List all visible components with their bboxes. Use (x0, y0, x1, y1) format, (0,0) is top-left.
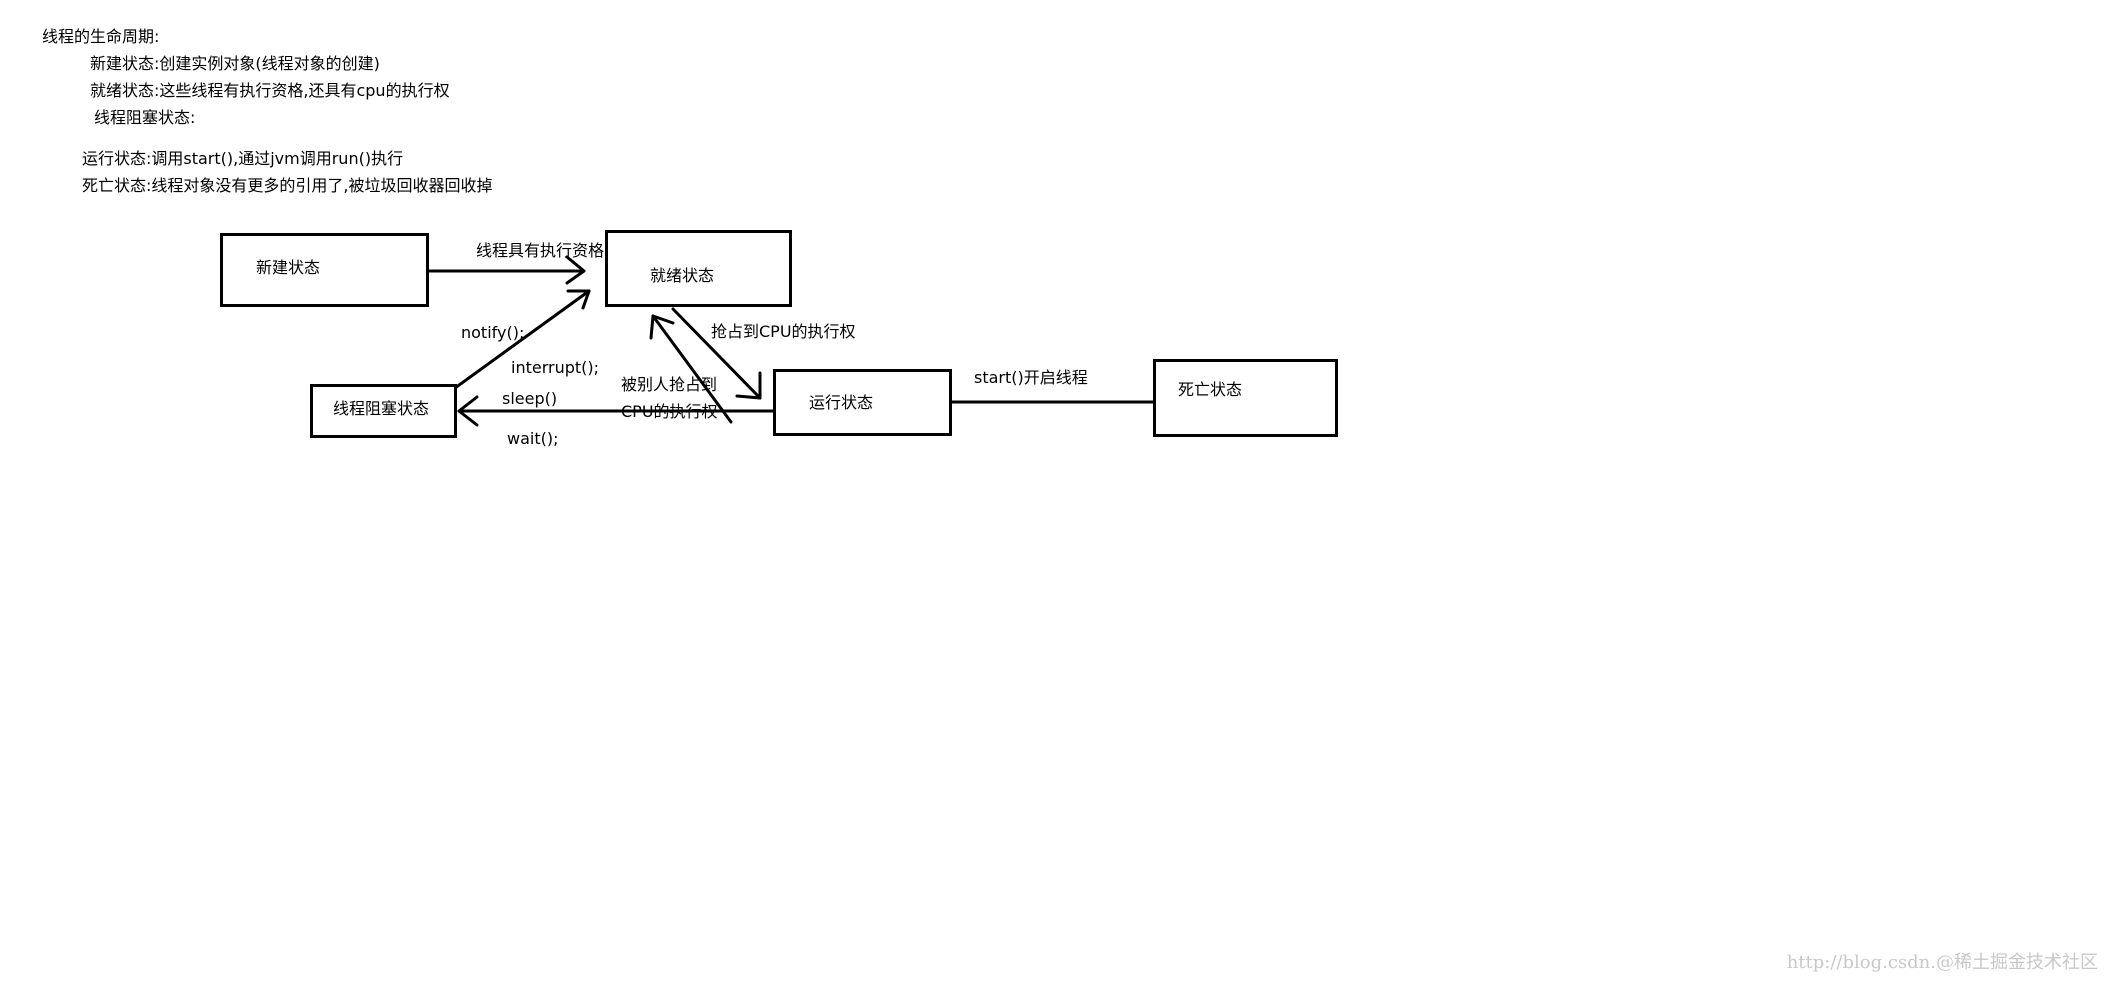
label-running-to-blocked-wait: wait(); (507, 429, 559, 448)
label-blocked-to-ready-interrupt: interrupt(); (511, 358, 600, 377)
note-line-ready: 就绪状态:这些线程有执行资格,还具有cpu的执行权 (90, 81, 450, 100)
node-ready-state: 就绪状态 (605, 230, 792, 307)
label-new-to-ready: 线程具有执行资格 (476, 241, 605, 260)
node-dead-state-label: 死亡状态 (1178, 380, 1243, 399)
node-blocked-state-label: 线程阻塞状态 (333, 399, 430, 418)
label-running-to-ready-line2: CPU的执行权 (621, 402, 718, 421)
arrowhead-blocked-to-ready (566, 289, 591, 310)
note-line-new: 新建状态:创建实例对象(线程对象的创建) (90, 54, 380, 73)
node-running-state: 运行状态 (773, 369, 952, 436)
note-line-blocked: 线程阻塞状态: (94, 108, 196, 127)
edge-ready-to-running (671, 307, 762, 400)
node-dead-state: 死亡状态 (1153, 359, 1338, 437)
node-new-state-label: 新建状态 (256, 258, 321, 277)
edge-running-to-ready (651, 314, 733, 424)
node-running-state-label: 运行状态 (809, 393, 874, 412)
node-blocked-state: 线程阻塞状态 (310, 384, 457, 438)
edge-blocked-to-ready (453, 289, 591, 390)
node-new-state: 新建状态 (220, 233, 429, 307)
note-line-dead: 死亡状态:线程对象没有更多的引用了,被垃圾回收器回收掉 (82, 176, 493, 195)
watermark: http://blog.csdn.@稀土掘金技术社区 (1786, 952, 2098, 973)
arrowhead-running-to-blocked (457, 395, 479, 427)
note-line-running: 运行状态:调用start(),通过jvm调用run()执行 (82, 149, 404, 168)
label-ready-to-running: 抢占到CPU的执行权 (711, 322, 856, 341)
label-running-to-blocked-sleep: sleep() (502, 389, 558, 408)
arrowhead-new-to-ready (565, 255, 586, 285)
label-running-to-dead: start()开启线程 (974, 368, 1088, 387)
label-blocked-to-ready-notify: notify(); (461, 323, 525, 342)
arrowhead-running-to-ready (649, 314, 675, 340)
arrowhead-ready-to-running (735, 371, 762, 400)
label-running-to-ready-line1: 被别人抢占到 (621, 375, 718, 394)
notes-title: 线程的生命周期: (42, 27, 160, 46)
node-ready-state-label: 就绪状态 (650, 266, 715, 285)
